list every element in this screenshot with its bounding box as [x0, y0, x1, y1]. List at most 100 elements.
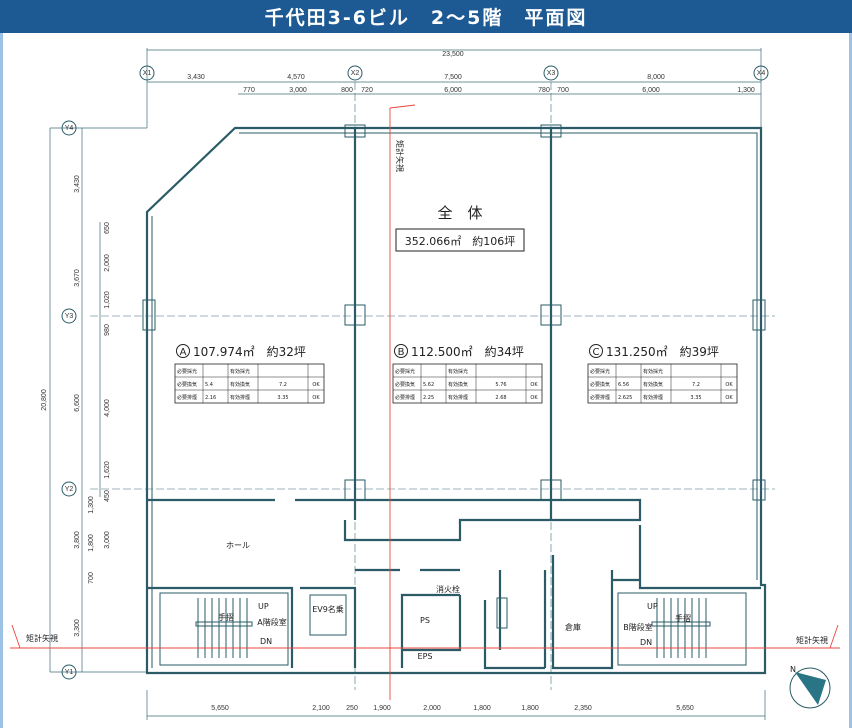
table-cell: OK	[725, 395, 733, 401]
table-cell: 必要採光	[177, 368, 197, 375]
svg-text:X4: X4	[757, 70, 766, 77]
table-cell: 2.68	[495, 395, 506, 401]
svg-text:1,620: 1,620	[104, 461, 111, 479]
unit-table	[587, 363, 738, 404]
room-labels: ホール EV9名乗 消火栓 PS EPS 倉庫 A階段室 手摺 UP DN B階…	[26, 140, 828, 661]
grid-bubble-x2: X2	[347, 65, 363, 81]
svg-text:X2: X2	[351, 70, 360, 77]
table-cell: OK	[312, 395, 320, 401]
svg-text:4,570: 4,570	[287, 74, 305, 81]
dimension-lines	[49, 48, 766, 720]
table-cell: 有効換気	[448, 381, 468, 388]
svg-text:Y4: Y4	[65, 125, 74, 132]
svg-text:X1: X1	[143, 70, 152, 77]
svg-text:1,300: 1,300	[88, 496, 95, 514]
svg-text:4,000: 4,000	[104, 399, 111, 417]
svg-text:2,000: 2,000	[104, 254, 111, 272]
table-cell: 2.25	[423, 395, 434, 401]
section-lines	[10, 104, 840, 700]
table-cell: 必要換気	[590, 381, 610, 388]
svg-text:20,800: 20,800	[41, 389, 48, 411]
table-cell: OK	[725, 382, 733, 388]
table-cell: 有効換気	[230, 381, 250, 388]
svg-text:全 体: 全 体	[437, 204, 482, 222]
grid-bubble-y3: Y3	[61, 308, 77, 324]
table-cell: 必要採光	[395, 368, 415, 375]
stair-a-label: A階段室	[257, 617, 286, 627]
ps-label: PS	[420, 616, 430, 625]
svg-text:6,000: 6,000	[444, 87, 462, 94]
table-cell: 有効排煙	[448, 394, 468, 401]
grid-bubble-x1: X1	[139, 65, 155, 81]
handrail-b-label: 手摺	[675, 613, 691, 623]
up-b-label: UP	[647, 602, 658, 611]
svg-text:3,430: 3,430	[74, 175, 81, 193]
grid-bubble-x4: X4	[753, 65, 769, 81]
svg-text:3,800: 3,800	[74, 531, 81, 549]
stair-b-label: B階段室	[623, 622, 653, 632]
svg-text:770: 770	[243, 87, 255, 94]
svg-text:Y1: Y1	[65, 669, 74, 676]
svg-text:3,000: 3,000	[104, 531, 111, 549]
unit-area: 107.974㎡ 約32坪	[193, 344, 306, 359]
table-cell: OK	[530, 382, 538, 388]
table-cell: 有効排煙	[643, 394, 663, 401]
svg-text:2,100: 2,100	[312, 705, 330, 712]
unit-mark-circle	[589, 344, 603, 358]
table-cell: 必要排煙	[590, 394, 610, 401]
svg-text:700: 700	[88, 572, 95, 584]
hall-label: ホール	[226, 541, 250, 550]
table-cell: 必要換気	[177, 381, 197, 388]
table-cell: 3.35	[277, 395, 288, 401]
table-cell: 3.35	[690, 395, 701, 401]
svg-text:1,800: 1,800	[473, 705, 491, 712]
table-cell: 2.625	[618, 395, 632, 401]
svg-text:3,430: 3,430	[187, 74, 205, 81]
unit-mark: A	[180, 347, 187, 358]
storage-label: 倉庫	[565, 622, 581, 632]
svg-text:700: 700	[557, 87, 569, 94]
table-cell: 2.16	[205, 395, 216, 401]
unit-area: 131.250㎡ 約39坪	[606, 344, 719, 359]
svg-text:1,020: 1,020	[104, 291, 111, 309]
unit-mark: C	[593, 347, 600, 358]
grid-bubble-y2: Y2	[61, 481, 77, 497]
svg-text:Y2: Y2	[65, 486, 74, 493]
svg-text:800: 800	[341, 87, 353, 94]
table-cell: 5.4	[205, 382, 213, 388]
svg-text:980: 980	[104, 324, 111, 336]
stair-a	[159, 592, 289, 666]
whole-area: 全 体 352.066㎡ 約106坪	[395, 204, 525, 252]
table-cell: 5.76	[495, 382, 506, 388]
svg-text:Y3: Y3	[65, 313, 74, 320]
table-cell: 必要換気	[395, 381, 415, 388]
page-frame	[0, 33, 852, 728]
table-cell: OK	[312, 382, 320, 388]
grid-bubbles: X1 X2 X3 X4 Y4 Y3 Y2 Y1	[61, 65, 769, 680]
table-cell: 必要採光	[590, 368, 610, 375]
svg-text:250: 250	[346, 705, 358, 712]
svg-text:8,000: 8,000	[647, 74, 665, 81]
svg-text:23,500: 23,500	[442, 51, 464, 58]
svg-text:3,300: 3,300	[74, 619, 81, 637]
grid-bubble-x3: X3	[543, 65, 559, 81]
hydrant-label: 消火栓	[436, 584, 460, 594]
dimension-text: 23,500 3,430 4,570 7,500 8,000 770 3,000…	[41, 51, 755, 712]
svg-text:X3: X3	[547, 70, 556, 77]
grid-bubble-y1: Y1	[61, 664, 77, 680]
grid-bubble-y4: Y4	[61, 120, 77, 136]
section-view-left: 矩計矢視	[26, 633, 58, 643]
svg-text:1,900: 1,900	[373, 705, 391, 712]
svg-text:5,650: 5,650	[676, 705, 694, 712]
table-cell: 必要排煙	[395, 394, 415, 401]
elevator-label: EV9名乗	[312, 604, 344, 614]
unit-mark-circle	[394, 344, 408, 358]
section-view-top: 矩計矢視	[395, 140, 405, 172]
unit-area: 112.500㎡ 約34坪	[411, 344, 524, 359]
dn-b-label: DN	[640, 638, 652, 647]
up-a-label: UP	[258, 602, 269, 611]
